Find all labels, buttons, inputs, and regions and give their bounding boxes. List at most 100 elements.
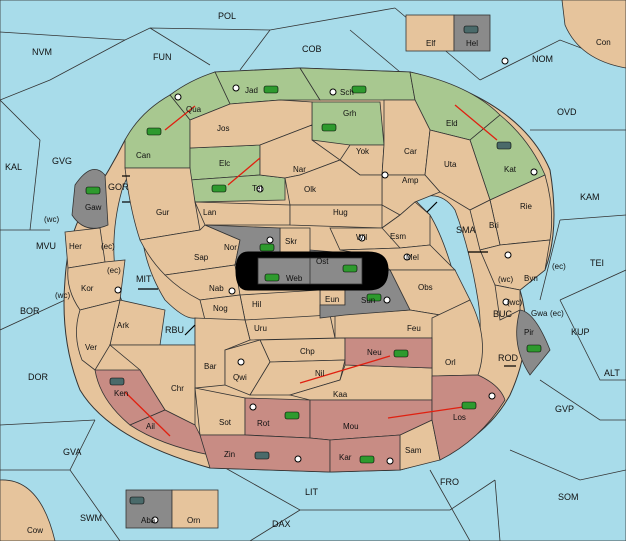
fleet-unit-aba bbox=[129, 496, 145, 505]
supply-center-mel bbox=[403, 253, 411, 261]
land-label-car: Car bbox=[404, 147, 417, 156]
territory-hel[interactable] bbox=[453, 14, 491, 52]
order-arrow-mou-los bbox=[387, 405, 471, 419]
territory-los[interactable] bbox=[431, 374, 506, 461]
fleet-unit-ken bbox=[109, 377, 125, 386]
supply-center-rot bbox=[249, 403, 257, 411]
army-unit-sch bbox=[351, 85, 367, 94]
land-label-jad: Jad bbox=[245, 86, 258, 95]
supply-center-hel bbox=[501, 57, 509, 65]
land-label-mou: Mou bbox=[343, 422, 359, 431]
order-arrow-elc-tel bbox=[227, 157, 261, 186]
coast-label-her-ec: (ec) bbox=[101, 242, 115, 251]
sea-label-som: SOM bbox=[558, 492, 579, 502]
land-label-sam: Sam bbox=[405, 446, 422, 455]
order-arrow-nil-neu bbox=[299, 355, 391, 384]
territory-kar[interactable] bbox=[329, 434, 401, 473]
land-label-nab: Nab bbox=[209, 284, 224, 293]
sea-label-mvu: MVU bbox=[36, 241, 56, 251]
land-label-chr: Chr bbox=[171, 384, 184, 393]
sea-labels: POL NVM FUN COB NOM OVD KAL GVG GOR KAM … bbox=[5, 11, 620, 529]
land-label-zin: Zin bbox=[224, 450, 235, 459]
territory-neu[interactable] bbox=[344, 337, 433, 369]
land-label-rie: Rie bbox=[520, 202, 533, 211]
land-label-ail: Ail bbox=[146, 422, 155, 431]
sea-label-gva: GVA bbox=[63, 447, 81, 457]
land-label-sch: Sch bbox=[340, 88, 354, 97]
supply-center-sch bbox=[329, 88, 337, 96]
land-label-esm: Esm bbox=[390, 232, 406, 241]
land-label-neu: Neu bbox=[367, 348, 382, 357]
land-label-eld: Eld bbox=[446, 119, 458, 128]
territory-ail[interactable] bbox=[129, 409, 211, 456]
sea-label-dax: DAX bbox=[272, 519, 291, 529]
supply-center-qwi bbox=[237, 358, 245, 366]
sea-label-nom: NOM bbox=[532, 54, 553, 64]
sea-label-swm: SWM bbox=[80, 513, 102, 523]
land-label-her: Her bbox=[69, 242, 82, 251]
land-label-web: Web bbox=[286, 274, 303, 283]
order-arrow-ail-ken bbox=[124, 391, 171, 437]
land-label-lan: Lan bbox=[203, 208, 216, 217]
territory-gur[interactable] bbox=[124, 167, 201, 241]
territory-kor[interactable] bbox=[67, 259, 126, 311]
land-labels: Con Elf Hel Cow Aba Orn Jad Sch Qua Jos … bbox=[27, 38, 611, 535]
coast-label-kor-ec: (ec) bbox=[107, 266, 121, 275]
land-label-cow: Cow bbox=[27, 526, 43, 535]
sea-label-gvg: GVG bbox=[52, 156, 72, 166]
coast-label-byn-ec: (ec) bbox=[552, 262, 566, 271]
supply-center-qua bbox=[174, 93, 182, 101]
land-label-gaw: Gaw bbox=[85, 203, 102, 212]
territory-gaw[interactable] bbox=[71, 168, 109, 229]
land-label-bri: Bri bbox=[489, 221, 499, 230]
land-label-sun: Sun bbox=[361, 296, 375, 305]
supply-center-jad bbox=[232, 84, 240, 92]
sea-label-kam: KAM bbox=[580, 192, 600, 202]
land-label-can: Can bbox=[136, 151, 151, 160]
land-label-orl: Orl bbox=[445, 358, 456, 367]
army-unit-can bbox=[146, 127, 162, 136]
territory-tel[interactable] bbox=[189, 174, 286, 203]
land-label-yok: Yok bbox=[356, 147, 370, 156]
land-label-eun: Eun bbox=[325, 295, 339, 304]
land-label-grh: Grh bbox=[343, 109, 356, 118]
power-red-region bbox=[94, 337, 506, 473]
supply-center-aba bbox=[151, 516, 159, 524]
land-label-hil: Hil bbox=[252, 300, 262, 309]
land-label-con: Con bbox=[596, 38, 611, 47]
territory-elf[interactable] bbox=[405, 14, 455, 52]
territory-ver[interactable] bbox=[76, 299, 121, 371]
land-label-kar: Kar bbox=[339, 453, 352, 462]
sea-label-alt: ALT bbox=[604, 368, 620, 378]
army-unit-sun bbox=[366, 293, 382, 302]
land-label-chp: Chp bbox=[300, 347, 315, 356]
supply-center-tel bbox=[256, 185, 264, 193]
sea-label-fro: FRO bbox=[440, 477, 459, 487]
supply-center-kat bbox=[530, 168, 538, 176]
land-label-qua: Qua bbox=[186, 105, 202, 114]
sea-borders bbox=[0, 7, 626, 541]
army-unit-pir bbox=[526, 344, 542, 353]
land-label-hel: Hel bbox=[466, 39, 478, 48]
territory-orn[interactable] bbox=[171, 489, 219, 529]
army-unit-tel bbox=[211, 184, 227, 193]
sea-label-pol: POL bbox=[218, 11, 236, 21]
supply-center-gwa bbox=[502, 298, 510, 306]
land-label-elf: Elf bbox=[426, 39, 436, 48]
land-label-gwa: Gwa bbox=[531, 309, 548, 318]
sea-label-cob: COB bbox=[302, 44, 322, 54]
coast-label-gwa-wc: (wc) bbox=[507, 298, 522, 307]
army-unit-ost bbox=[342, 264, 358, 273]
territory-pir[interactable] bbox=[516, 309, 551, 376]
sea-label-buc: BUC bbox=[493, 309, 513, 319]
land-label-feu: Feu bbox=[407, 324, 421, 333]
supply-center-zin bbox=[294, 455, 302, 463]
land-label-ken: Ken bbox=[114, 389, 128, 398]
territory-sch[interactable] bbox=[299, 67, 416, 101]
land-label-elc: Elc bbox=[219, 159, 230, 168]
territory-sun[interactable] bbox=[319, 269, 411, 319]
land-label-sap: Sap bbox=[194, 253, 209, 262]
land-label-bar: Bar bbox=[204, 362, 217, 371]
order-arrows bbox=[124, 104, 498, 437]
